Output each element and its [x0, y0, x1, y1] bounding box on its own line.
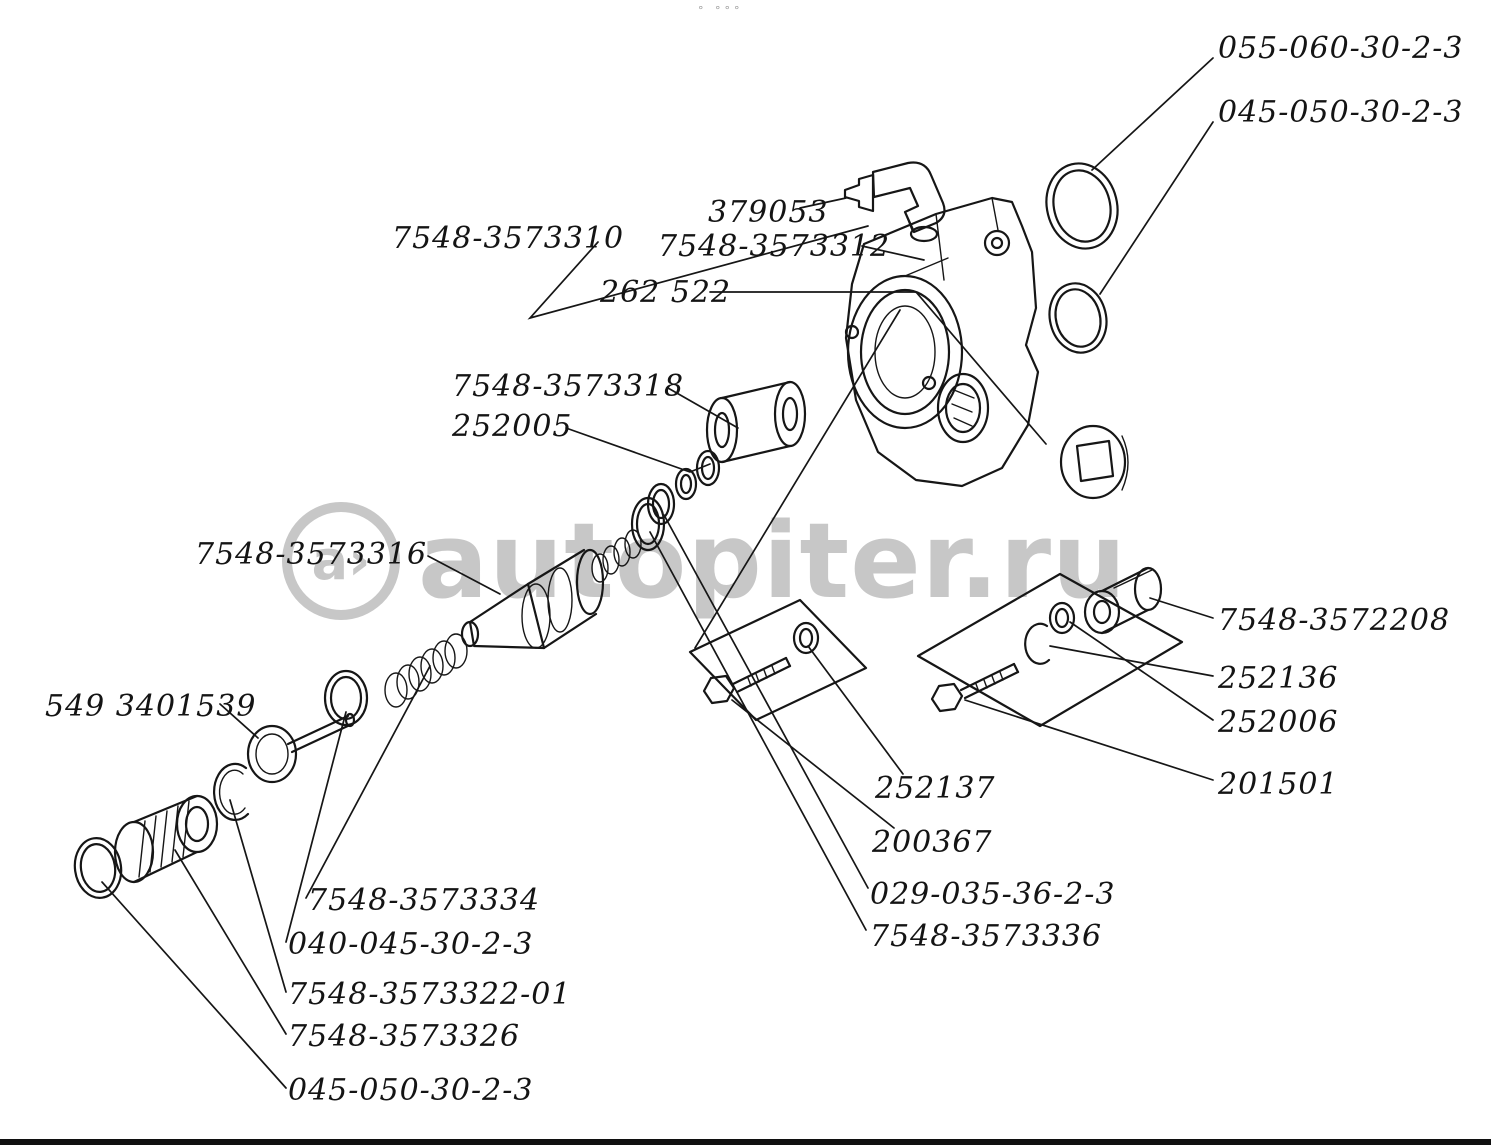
part-label-7548-3573322-01: 7548-3573322-01 — [288, 977, 572, 1012]
part-label-7548-3573334: 7548-3573334 — [308, 883, 541, 918]
part-rings-252005 — [676, 451, 719, 499]
part-square-plug — [1061, 426, 1128, 498]
part-label-252005: 252005 — [452, 409, 573, 444]
part-o-ring-055-060 — [1038, 156, 1127, 256]
part-o-ring-045-050-lower — [71, 835, 125, 901]
part-label-252006: 252006 — [1218, 705, 1339, 740]
part-threaded-plug — [115, 796, 217, 882]
part-label-045-050-30-2-3-a: 045-050-30-2-3 — [1218, 95, 1464, 130]
part-label-040-045-30-2-3: 040-045-30-2-3 — [288, 927, 534, 962]
part-label-7548-3573316: 7548-3573316 — [195, 537, 428, 572]
part-label-379053: 379053 — [708, 195, 829, 230]
part-label-252136: 252136 — [1218, 661, 1339, 696]
part-label-200367: 200367 — [872, 825, 993, 860]
part-snap-ring-3573322 — [214, 764, 248, 820]
part-label-7548-3573336: 7548-3573336 — [870, 919, 1103, 954]
part-right-plate-group — [918, 568, 1182, 726]
part-o-ring-040-045 — [325, 671, 367, 725]
part-label-549-3401539: 549 3401539 — [45, 689, 257, 724]
part-label-262522: 262 522 — [600, 275, 732, 310]
part-left-plate-group — [690, 600, 866, 720]
scan-artifact-top: ° °°° — [698, 4, 744, 17]
part-label-201501: 201501 — [1218, 767, 1339, 802]
part-label-045-050-30-2-3-b: 045-050-30-2-3 — [288, 1073, 534, 1108]
part-label-7548-3573326: 7548-3573326 — [288, 1019, 521, 1054]
part-o-ring-045-050-upper — [1042, 277, 1113, 358]
watermark: a› autopiter.ru — [282, 502, 1127, 620]
part-label-029-035-36-2-3: 029-035-36-2-3 — [870, 877, 1116, 912]
part-ring-3573336 — [632, 498, 664, 550]
part-valve-spool — [462, 530, 641, 648]
part-label-7548-3572208: 7548-3572208 — [1218, 603, 1451, 638]
part-bushing — [707, 382, 805, 462]
part-main-housing — [846, 198, 1038, 486]
leader-lines — [102, 58, 1213, 1088]
part-label-055-060-30-2-3: 055-060-30-2-3 — [1218, 31, 1464, 66]
watermark-logo-icon: a› — [282, 502, 400, 620]
watermark-text: autopiter.ru — [418, 500, 1128, 622]
part-label-7548-3573312: 7548-3573312 — [658, 229, 891, 264]
part-label-7548-3573318: 7548-3573318 — [452, 369, 685, 404]
scan-edge-bottom — [0, 1139, 1491, 1145]
part-label-7548-3573310: 7548-3573310 — [392, 221, 625, 256]
part-label-252137: 252137 — [875, 771, 996, 806]
part-spring — [385, 634, 467, 707]
